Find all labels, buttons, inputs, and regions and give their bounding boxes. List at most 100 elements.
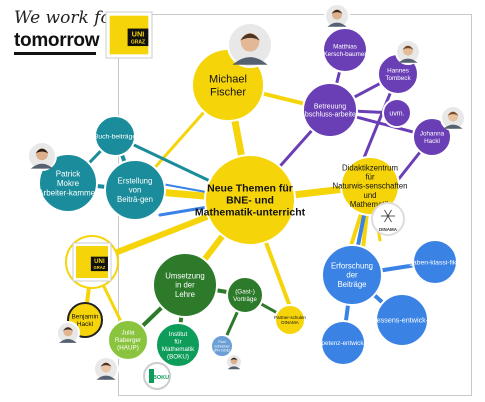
node-raberger [107, 319, 149, 361]
avatar-tombeck [395, 39, 421, 65]
avatar-tombeck-shoulders [398, 58, 418, 63]
node-buch-label: Buch-beiträge [94, 133, 137, 140]
boku-label: BOKU [153, 375, 169, 381]
node-gast [226, 276, 264, 314]
boku-icon [149, 369, 154, 383]
dinama-label: DINAMA [379, 227, 398, 232]
node-paul-label-line: Paul [218, 340, 225, 344]
node-uvm-label: uvm. [389, 110, 404, 117]
node-didaktik-label-line: Didaktikzentrum [342, 163, 398, 172]
node-kerschbaumer-label-line: Kersch-baumer [323, 51, 366, 58]
node-didaktik-label-line: und [363, 191, 376, 200]
node-erstellung [104, 159, 166, 221]
avatar-mokre-hair [35, 148, 49, 154]
node-gast-label-line: (Gast-) [235, 288, 255, 295]
node-institut-label-line: (BOKU) [167, 353, 189, 360]
avatar-tombeck-hair [402, 45, 414, 50]
node-hackl-label-line: Hackl [77, 321, 94, 328]
node-aufgaben-label-line: Aufgaben-klassi-fikation [399, 259, 471, 266]
avatar-hackl-hair [63, 327, 73, 331]
node-betreuung-label-line: Abschluss-arbeiten [300, 112, 360, 119]
node-uvm [382, 98, 412, 128]
node-mokre [38, 153, 98, 213]
node-erforschung-label-line: der [346, 271, 358, 280]
node-tombeck-label-line: Hannes [387, 67, 409, 74]
avatar-raberger-hair [100, 362, 112, 367]
node-johanna [412, 117, 452, 157]
node-umsetzung-label-line: Lehre [175, 290, 195, 299]
node-aufgaben-label: Aufgaben-klassi-fikation [399, 259, 471, 266]
node-erstellung-label-line: von [129, 186, 142, 195]
node-erforschung [321, 244, 383, 306]
avatar-hackl [56, 321, 80, 345]
node-erforschung-label-line: Erforschung [331, 262, 373, 271]
uni-graz-logo-node-black [90, 256, 108, 272]
node-erstellung-label-line: Beiträ-gen [117, 195, 153, 204]
node-partnerschulen-label-line: Partner-schulen [274, 315, 306, 320]
avatar-kerschbaumer-hair [331, 9, 343, 14]
avatar-raberger [93, 356, 119, 382]
node-umsetzung-label-line: in der [175, 281, 195, 290]
node-johanna-label-line: Hackl [424, 138, 440, 145]
node-institut [155, 322, 201, 368]
node-erstellung-label-line: Erstellung [118, 177, 153, 186]
node-didaktik-label-line: für [365, 173, 375, 182]
avatar-johanna-shoulders [443, 124, 463, 129]
node-interessen-label-line: Interessens-entwick-lung [362, 316, 442, 325]
node-buch-label-line: Buch-beiträge [94, 133, 137, 140]
dinama-spoke [384, 209, 389, 217]
brand-underline [14, 52, 96, 55]
avatar-kerschbaumer [324, 3, 350, 29]
avatar-johanna [440, 105, 466, 131]
node-didaktik-label-line: Mathematik [350, 200, 390, 209]
node-didaktik-label-line: Naturwis-senschaften [333, 182, 408, 191]
uni-graz-logo-node-graz: GRAZ [94, 265, 106, 270]
avatar-paul [225, 353, 243, 371]
node-raberger-label-line: Raberger [115, 337, 141, 344]
avatar-hackl-shoulders [59, 339, 77, 343]
dinama-badge [371, 202, 405, 236]
node-betreuung-label-line: Betreuung [314, 103, 346, 110]
node-aufgaben [412, 239, 458, 285]
avatar-mokre [27, 141, 57, 171]
avatar-fischer-hair [240, 33, 260, 41]
node-johanna-label-line: Johanna [420, 130, 445, 137]
uni-graz-logo-top-graz: GRAZ [131, 39, 145, 45]
node-mokre-label-line: Patrick [56, 169, 81, 178]
dinama-spoke [384, 215, 389, 223]
node-kerschbaumer-label-line: Matthias [333, 43, 357, 50]
node-center [204, 154, 296, 246]
avatar-fischer-shoulders [232, 57, 268, 65]
node-mokre-label-line: Mokre [57, 179, 80, 188]
node-kompetenz-label-line: Kompetenz-entwick-lung [309, 340, 378, 347]
node-betreuung [302, 82, 358, 138]
avatar-kerschbaumer-shoulders [327, 22, 347, 27]
node-raberger-label-line: Julia [122, 330, 135, 337]
node-center-label-line: Mathematik-unterricht [195, 207, 306, 219]
node-partnerschulen-label-line: DINAMA [281, 320, 299, 325]
node-tombeck-label-line: Tombeck [385, 75, 411, 82]
node-interessen [375, 293, 429, 347]
node-gast-label-line: Vorträge [233, 296, 257, 303]
node-mokre-label-line: (Arbeiter-kammer) [36, 188, 101, 197]
uni-graz-logo-top-black [127, 28, 149, 47]
node-fischer-label-line: Fischer [210, 86, 246, 98]
node-center-label-line: Neue Themen für [207, 183, 293, 195]
